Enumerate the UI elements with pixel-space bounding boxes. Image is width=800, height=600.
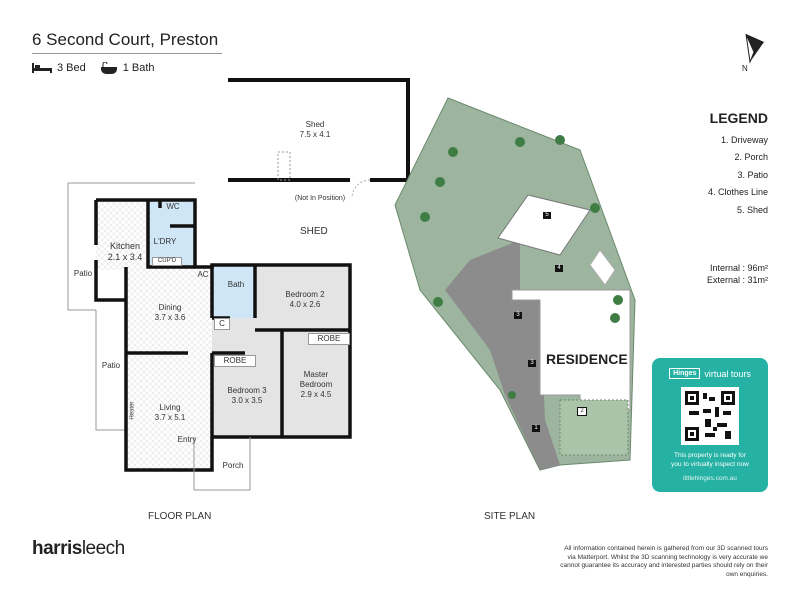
qr-code-icon[interactable] (681, 387, 739, 445)
tour-url-link[interactable]: littlehinges.com.au (683, 475, 737, 482)
marker-porch: 2 (577, 407, 587, 417)
shed-caption: SHED (300, 226, 328, 237)
legend-title: LEGEND (709, 110, 768, 126)
legend-item: 1. Driveway (720, 134, 768, 145)
external-area: External : 31m² (706, 275, 768, 285)
clothes-line-area (589, 249, 616, 286)
tour-message-2: you to virtually inspect now (671, 461, 749, 468)
disclaimer: All information contained herein is gath… (560, 545, 768, 578)
wc-label: WC (166, 202, 180, 211)
bath-room (212, 265, 255, 318)
hinges-logo: Hinges (669, 368, 701, 379)
patio-label-1: Patio (73, 269, 93, 278)
agency-name-light: leech (81, 538, 125, 559)
bath-label: Bath (227, 280, 245, 289)
legend: LEGEND 1. Driveway 2. Porch 3. Patio 4. … (660, 110, 768, 219)
entry-label: Entry (177, 435, 197, 444)
marker-driveway: 1 (532, 425, 540, 433)
bedroom2-label: Bedroom 2 (285, 290, 325, 299)
bed-icon (32, 63, 52, 73)
bedroom2-room (255, 265, 350, 330)
bedroom3-label: Bedroom 3 (227, 386, 267, 395)
floor-plan-caption: FLOOR PLAN (148, 511, 212, 522)
bedroom3-room (212, 353, 282, 437)
legend-item: 5. Shed (736, 204, 768, 215)
area-summary: Internal : 96m² External : 31m² (660, 262, 768, 286)
bath-icon (100, 62, 117, 74)
residence-label: RESIDENCE (546, 351, 628, 367)
cupboard-label: CUP'D (152, 257, 182, 267)
residence-footprint (511, 289, 631, 411)
kitchen-label: Kitchen (109, 241, 141, 251)
tour-message-1: This property is ready for (674, 452, 746, 459)
trees (420, 135, 623, 399)
bath-count: 1 Bath (122, 62, 155, 74)
marker-patio-2: 3 (528, 360, 536, 368)
porch-outline (193, 437, 251, 491)
master-dim: 2.9 x 4.5 (300, 390, 332, 399)
patio-outline (67, 182, 195, 431)
master-label-1: Master (303, 370, 329, 379)
marker-clothes-line: 4 (555, 265, 563, 273)
master-room (282, 330, 350, 437)
shed-outline (228, 78, 410, 199)
dining-label: Dining (158, 303, 182, 312)
shed-dim: 7.5 x 4.1 (299, 130, 331, 139)
page-title: 6 Second Court, Preston (32, 30, 219, 49)
legend-item: 4. Clothes Line (707, 187, 768, 197)
marker-patio-1: 3 (514, 312, 522, 320)
kitchen-dim: 2.1 x 3.4 (107, 252, 143, 262)
property-facts: 3 Bed 1 Bath (32, 62, 155, 74)
living-dim: 3.7 x 5.1 (154, 413, 186, 422)
shed-note: (Not In Position) (294, 195, 346, 202)
master-robe-label: ROBE (308, 333, 350, 345)
legend-item: 3. Patio (737, 169, 768, 180)
shed-footprint (497, 194, 591, 256)
dining-dim: 3.7 x 3.6 (154, 313, 186, 322)
north-label: N (742, 64, 748, 73)
heater-label: Heater (129, 401, 136, 420)
divider (32, 53, 222, 54)
agency-name-bold: harris (32, 538, 82, 559)
bedroom3-robe-label: ROBE (214, 355, 256, 367)
cupboard-c-label: C (214, 318, 230, 330)
garden-bed (559, 399, 629, 456)
site-plan-caption: SITE PLAN (484, 511, 536, 522)
laundry-label: L'DRY (153, 237, 177, 246)
laundry-room (148, 200, 195, 267)
bedroom2-dim: 4.0 x 2.6 (289, 300, 321, 309)
bed-count: 3 Bed (57, 62, 86, 74)
marker-shed: 5 (543, 212, 551, 220)
master-label-2: Bedroom (299, 380, 333, 389)
dining-living-room (126, 267, 212, 470)
internal-area: Internal : 96m² (709, 263, 768, 273)
ac-label: AC (197, 270, 209, 279)
bedroom3-dim: 3.0 x 3.5 (231, 396, 263, 405)
legend-item: 2. Porch (734, 152, 768, 162)
shed-label: Shed (305, 120, 325, 129)
patio-label-2: Patio (101, 361, 121, 370)
living-label: Living (159, 403, 181, 412)
kitchen-room (96, 200, 148, 270)
porch-label: Porch (222, 461, 244, 470)
north-arrow-icon (745, 33, 764, 64)
virtual-tours-label: virtual tours (704, 368, 751, 379)
agency-logo: harrisleech (32, 538, 125, 560)
